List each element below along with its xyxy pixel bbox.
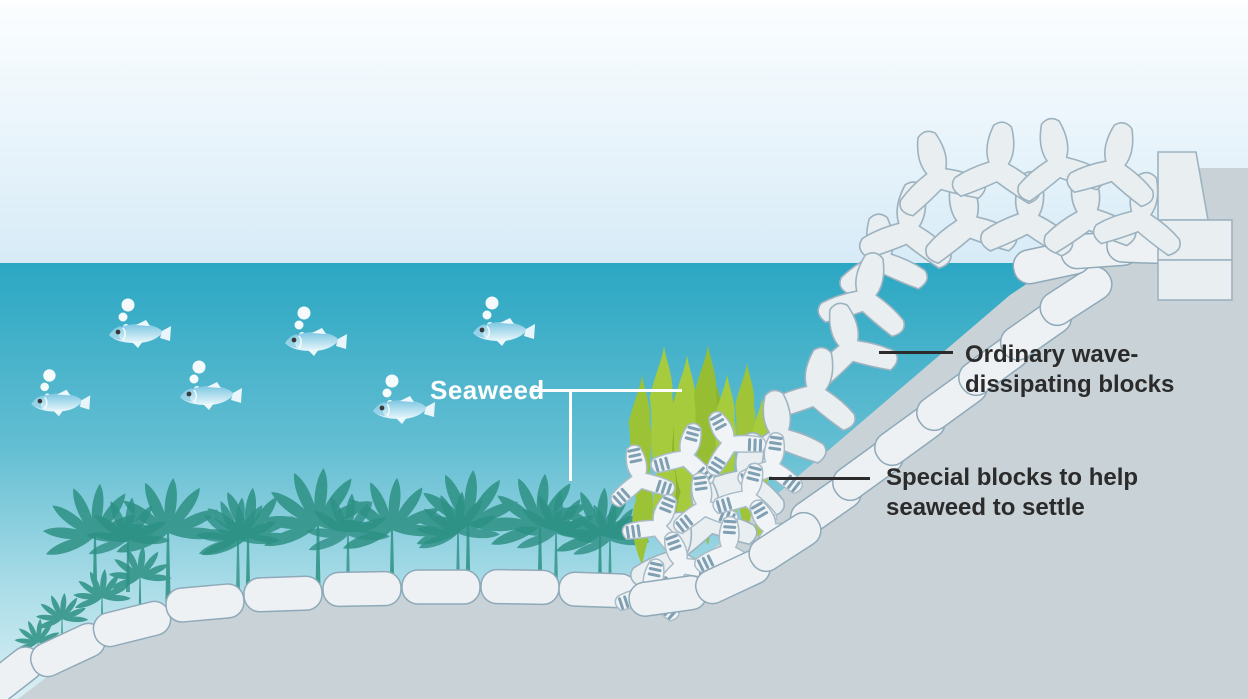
armor-stone-icon bbox=[401, 569, 481, 605]
armor-stone-icon bbox=[163, 581, 247, 625]
special-blocks-label-line1: Special blocks to help bbox=[886, 464, 1139, 491]
armor-stone-icon bbox=[321, 570, 403, 608]
ordinary-blocks-callout-line bbox=[879, 351, 953, 354]
ordinary-blocks-label: Ordinary wave- dissipating blocks bbox=[965, 340, 1174, 400]
special-blocks-label-line2: seaweed to settle bbox=[886, 494, 1085, 521]
ordinary-blocks-label-line2: dissipating blocks bbox=[965, 371, 1175, 398]
special-blocks-callout-line bbox=[769, 477, 870, 480]
special-blocks-label: Special blocks to help seaweed to settle bbox=[886, 463, 1138, 523]
ordinary-blocks-label-line1: Ordinary wave- bbox=[965, 341, 1139, 368]
embankment-slope bbox=[18, 168, 1248, 699]
seaweed-callout-line-horizontal bbox=[533, 389, 682, 392]
seawall-block bbox=[1157, 259, 1233, 301]
seaweed-label: Seaweed bbox=[430, 375, 545, 405]
armor-stone-icon bbox=[242, 574, 324, 614]
seaweed-callout-line-vertical bbox=[569, 389, 572, 481]
armor-stone-icon bbox=[479, 568, 561, 606]
